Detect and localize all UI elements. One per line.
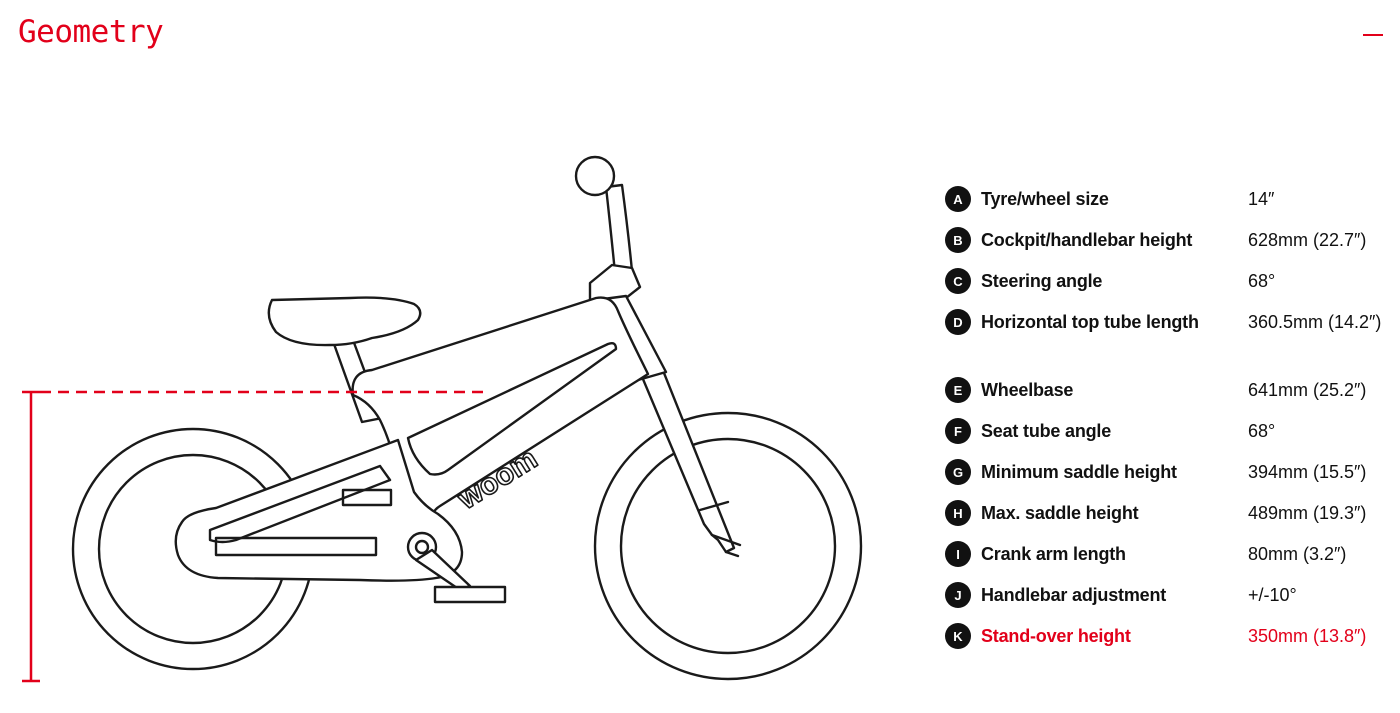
spec-value: 80mm (3.2″) <box>1248 544 1347 564</box>
stand-over-height-marker <box>22 390 486 683</box>
spec-label: Stand-over height <box>981 626 1131 646</box>
spec-value: 394mm (15.5″) <box>1248 462 1367 482</box>
spec-letter-badge: B <box>945 227 971 253</box>
handlebar-grip <box>574 155 616 197</box>
spec-label: Minimum saddle height <box>981 462 1177 482</box>
fork <box>638 366 736 554</box>
spec-value: 350mm (13.8″) <box>1248 626 1367 646</box>
spec-label: Seat tube angle <box>981 421 1112 441</box>
spec-label: Steering angle <box>981 271 1103 291</box>
spec-label: Horizontal top tube length <box>981 312 1199 332</box>
pedal <box>433 585 507 604</box>
spec-value: 68° <box>1248 271 1276 291</box>
spec-value: 360.5mm (14.2″) <box>1248 312 1382 332</box>
spec-value: 68° <box>1248 421 1276 441</box>
minus-icon <box>1363 34 1383 36</box>
spec-letter-badge: D <box>945 309 971 335</box>
spec-label: Wheelbase <box>981 380 1074 400</box>
spec-letter-badge: C <box>945 268 971 294</box>
spec-value: 641mm (25.2″) <box>1248 380 1367 400</box>
spec-value: 628mm (22.7″) <box>1248 230 1367 250</box>
spec-letter-badge: J <box>945 582 971 608</box>
spec-value: 489mm (19.3″) <box>1248 503 1367 523</box>
collapse-button[interactable] <box>1356 20 1386 50</box>
spec-label: Cockpit/handlebar height <box>981 230 1193 250</box>
spec-value: +/-10° <box>1248 585 1297 605</box>
spec-letter-badge: A <box>945 186 971 212</box>
spec-label: Crank arm length <box>981 544 1126 564</box>
spec-letter-badge: K <box>945 623 971 649</box>
page-title: Geometry <box>18 14 164 50</box>
frame-cutout <box>406 341 618 476</box>
chain-guard <box>174 438 464 582</box>
spec-letter-badge: H <box>945 500 971 526</box>
front-wheel <box>593 411 863 681</box>
chain-guard-inner <box>208 464 392 544</box>
spec-label: Max. saddle height <box>981 503 1139 523</box>
spec-value: 14″ <box>1248 189 1275 209</box>
spec-label: Tyre/wheel size <box>981 189 1109 209</box>
spec-letter-badge: F <box>945 418 971 444</box>
bike-geometry-illustration: woom <box>22 155 863 683</box>
spec-label: Handlebar adjustment <box>981 585 1167 605</box>
spec-letter-badge: E <box>945 377 971 403</box>
spec-letter-badge: G <box>945 459 971 485</box>
spec-letter-badge: I <box>945 541 971 567</box>
saddle <box>267 296 422 347</box>
